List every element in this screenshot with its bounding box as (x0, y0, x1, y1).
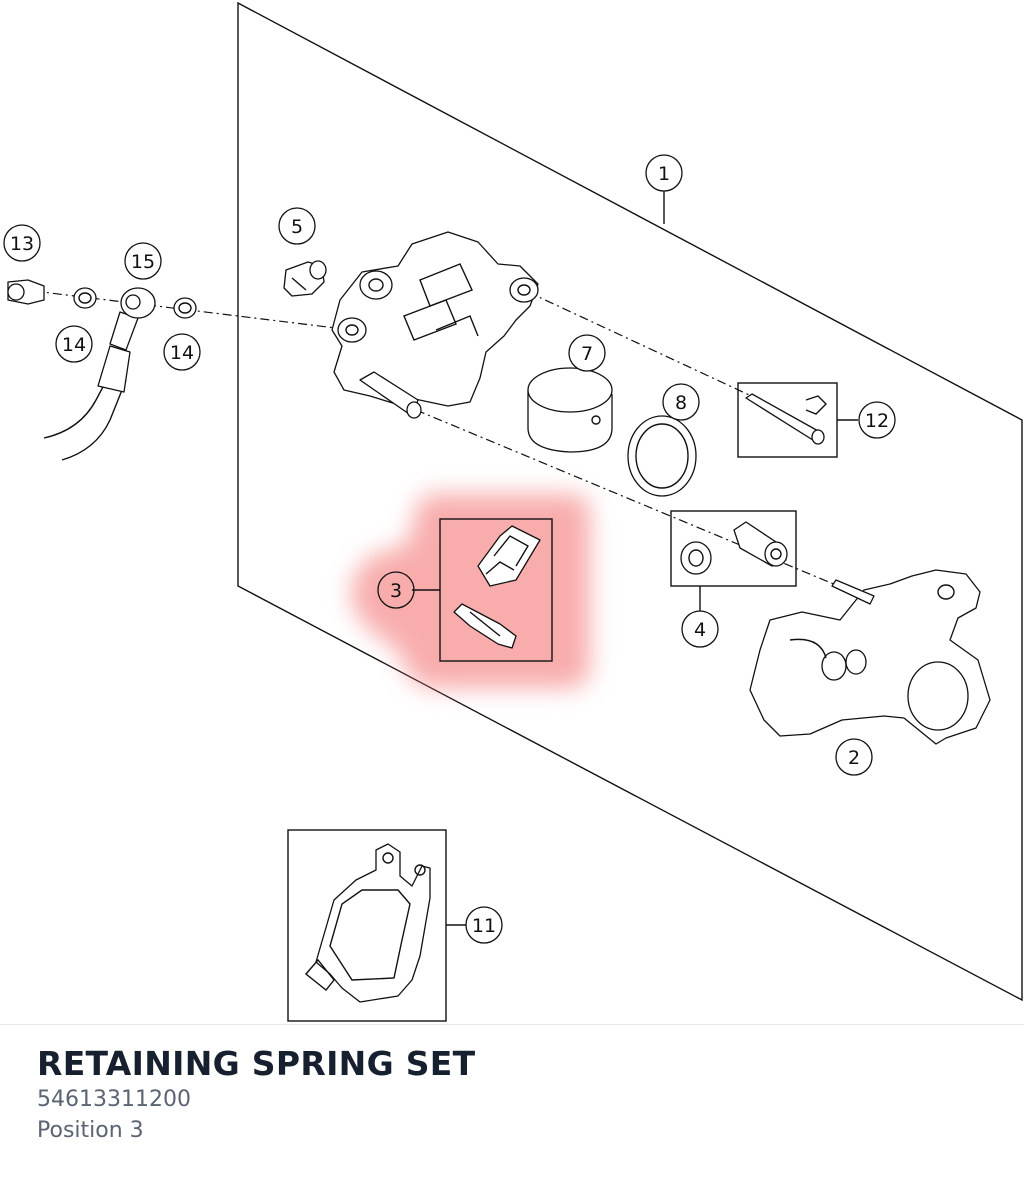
callout-13[interactable]: 13 (3, 224, 41, 262)
axis-line (415, 409, 873, 601)
svg-text:13: 13 (10, 233, 34, 255)
exploded-parts-diagram: 1 2 3 4 5 7 8 11 12 13 14 14 (3, 1, 1023, 1022)
part-box-3[interactable] (439, 518, 553, 662)
piston-part (527, 367, 613, 453)
callout-8[interactable]: 8 (662, 383, 700, 421)
svg-text:14: 14 (62, 334, 86, 356)
part-box-4[interactable] (670, 510, 797, 587)
svg-text:11: 11 (472, 915, 496, 937)
caliper-body-part (331, 231, 539, 419)
retaining-spring-part (453, 525, 541, 649)
callout-14[interactable]: 14 (55, 325, 93, 363)
callout-15[interactable]: 15 (124, 242, 162, 280)
svg-text:1: 1 (658, 163, 670, 185)
axis-line (527, 291, 761, 401)
svg-text:2: 2 (848, 747, 860, 769)
svg-text:15: 15 (131, 251, 155, 273)
pin-part (745, 393, 827, 445)
callout-14[interactable]: 14 (163, 333, 201, 371)
svg-text:5: 5 (291, 216, 303, 238)
highlight-glow (351, 494, 590, 688)
svg-text:3: 3 (390, 580, 402, 602)
bleeder-valve-part (283, 260, 327, 297)
seal-ring-part (627, 415, 697, 497)
callout-11[interactable]: 11 (465, 906, 503, 944)
callout-12[interactable]: 12 (858, 401, 896, 439)
part-caption: RETAINING SPRING SET 54613311200 Positio… (37, 1044, 475, 1146)
svg-text:7: 7 (581, 343, 593, 365)
svg-text:14: 14 (170, 342, 194, 364)
callout-1[interactable]: 1 (645, 154, 683, 192)
callout-5[interactable]: 5 (278, 207, 316, 245)
brake-pads-part (304, 843, 431, 1003)
part-box-11[interactable] (287, 829, 447, 1022)
svg-text:12: 12 (865, 410, 889, 432)
part-number: 54613311200 (37, 1087, 191, 1112)
svg-text:8: 8 (675, 392, 687, 414)
svg-text:4: 4 (694, 619, 706, 641)
brake-hose-group (7, 279, 197, 461)
callout-7[interactable]: 7 (568, 334, 606, 372)
part-name: RETAINING SPRING SET (37, 1044, 476, 1083)
callout-3[interactable]: 3 (377, 571, 415, 609)
callout-2[interactable]: 2 (835, 738, 873, 776)
caliper-support-part (749, 569, 991, 745)
callout-4[interactable]: 4 (681, 610, 719, 648)
caption-divider (0, 1024, 1024, 1025)
guide-bushing-part (680, 521, 788, 575)
part-box-12[interactable] (737, 382, 838, 458)
assembly-frame (237, 1, 1023, 1002)
part-position: Position 3 (37, 1118, 144, 1143)
